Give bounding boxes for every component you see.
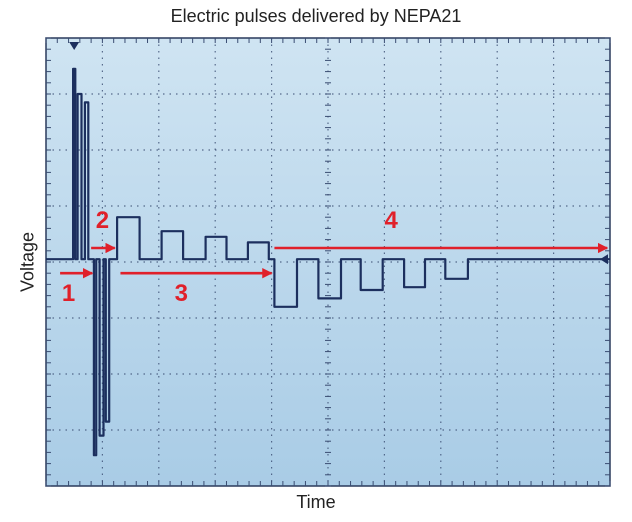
trigger-marker-icon [69,42,80,50]
x-axis-label: Time [296,492,336,512]
baseline-marker-icon [600,254,608,265]
annotation-label-2: 2 [96,207,109,234]
annotation-label-1: 1 [62,280,75,307]
pulse-trace [46,67,610,457]
annotation-label-3: 3 [175,280,188,307]
chart-title: Electric pulses delivered by NEPA21 [170,6,462,26]
annotation-label-4: 4 [384,207,398,234]
